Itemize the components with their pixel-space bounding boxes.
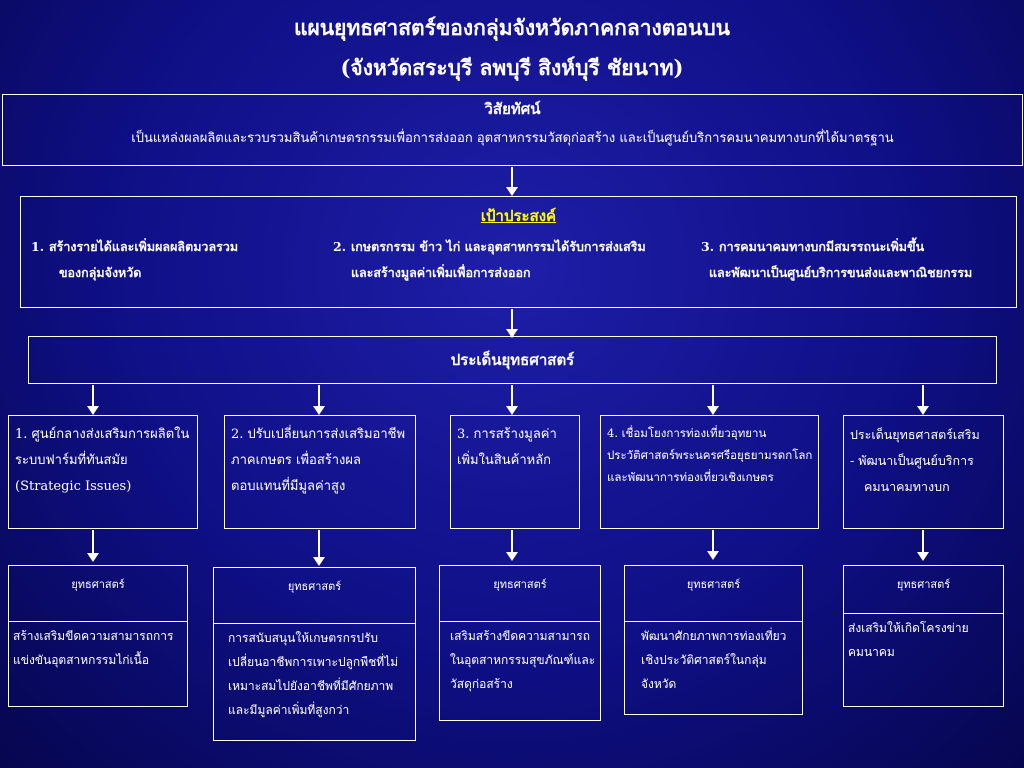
issue-text: 2. ปรับเปลี่ยนการส่งเสริมอาชีพภาคเกษตร เ… — [231, 427, 406, 494]
issue-box-5: ประเด็นยุทธศาสตร์เสริม - พัฒนาเป็นศูนย์บ… — [843, 415, 1004, 529]
arrow-to-strategy-4 — [707, 530, 719, 560]
vision-text: เป็นแหล่งผลผลิตและรวบรวมสินค้าเกษตรกรรมเ… — [131, 131, 894, 146]
vision-heading: วิสัยทัศน์ — [484, 100, 541, 118]
vision-box: วิสัยทัศน์ เป็นแหล่งผลผลิตและรวบรวมสินค้… — [2, 94, 1023, 166]
arrow-to-strategy-1 — [87, 530, 99, 562]
goal-item-3: 3. การคมนาคมทางบกมีสมรรถนะเพิ่มขึ้น และพ… — [701, 234, 1017, 288]
issue-box-4: 4. เชื่อมโยงการท่องเที่ยวอุทยานประวัติศา… — [600, 415, 819, 529]
strategy-text: ส่งเสริมให้เกิดโครงข่ายคมนาคม — [848, 621, 969, 659]
strategy-heading: ยุทธศาสตร์ — [844, 566, 1003, 614]
strategy-heading: ยุทธศาสตร์ — [9, 566, 187, 622]
issue-line: ประเด็นยุทธศาสตร์เสริม — [850, 427, 980, 442]
issue-box-1: 1. ศูนย์กลางส่งเสริมการผลิตในระบบฟาร์มที… — [8, 415, 198, 529]
arrow-to-strategy-2 — [313, 530, 325, 566]
issue-text: 1. ศูนย์กลางส่งเสริมการผลิตในระบบฟาร์มที… — [15, 427, 190, 494]
issue-line: คมนาคมทางบก — [864, 479, 950, 494]
goal-line: ของกลุ่มจังหวัด — [59, 265, 142, 280]
arrow-to-issue-2 — [313, 385, 325, 415]
strategy-box-1: ยุทธศาสตร์ สร้างเสริมขีดความสามารถการแข่… — [8, 565, 188, 707]
issues-header-box: ประเด็นยุทธศาสตร์ — [28, 336, 997, 384]
arrow-to-issue-1 — [87, 385, 99, 415]
strategy-text: เสริมสร้างขีดความสามารถในอุตสาหกรรมสุขภั… — [450, 629, 596, 691]
issue-box-2: 2. ปรับเปลี่ยนการส่งเสริมอาชีพภาคเกษตร เ… — [224, 415, 416, 529]
page-subtitle: (จังหวัดสระบุรี ลพบุรี สิงห์บุรี ชัยนาท) — [340, 55, 684, 80]
arrow-to-issue-4 — [707, 385, 719, 415]
arrow-to-strategy-5 — [917, 530, 929, 561]
goal-line: เกษตรกรรม ข้าว ไก่ และอุตสาหกรรมได้รับกา… — [351, 239, 646, 254]
arrow-to-strategy-3 — [506, 530, 518, 561]
goal-number: 3. — [701, 239, 715, 254]
strategy-box-2: ยุทธศาสตร์ การสนับสนุนให้เกษตรกรปรับเปลี… — [213, 567, 416, 741]
issue-line: - พัฒนาเป็นศูนย์บริการ — [850, 453, 974, 468]
strategy-box-5: ยุทธศาสตร์ ส่งเสริมให้เกิดโครงข่ายคมนาคม — [843, 565, 1004, 707]
arrow-to-issue-3 — [506, 385, 518, 415]
goal-item-1: 1. สร้างรายได้และเพิ่มผลผลิตมวลรวม ของกล… — [31, 234, 331, 288]
strategy-heading: ยุทธศาสตร์ — [214, 568, 415, 624]
goal-number: 2. — [333, 239, 347, 254]
goal-item-2: 2. เกษตรกรรม ข้าว ไก่ และอุตสาหกรรมได้รั… — [333, 234, 703, 288]
goal-line: การคมนาคมทางบกมีสมรรถนะเพิ่มขึ้น — [719, 239, 925, 254]
goal-line: สร้างรายได้และเพิ่มผลผลิตมวลรวม — [49, 239, 239, 254]
arrow-goals-to-issues — [506, 309, 518, 338]
strategy-heading: ยุทธศาสตร์ — [625, 566, 802, 622]
strategy-box-3: ยุทธศาสตร์ เสริมสร้างขีดความสามารถในอุตส… — [439, 565, 601, 721]
goal-number: 1. — [31, 239, 45, 254]
strategy-box-4: ยุทธศาสตร์ พัฒนาศักยภาพการท่องเที่ยวเชิง… — [624, 565, 803, 715]
strategy-heading: ยุทธศาสตร์ — [440, 566, 600, 622]
goal-line: และพัฒนาเป็นศูนย์บริการขนส่งและพาณิชยกรร… — [709, 265, 973, 280]
issue-box-3: 3. การสร้างมูลค่าเพิ่มในสินค้าหลัก — [450, 415, 580, 529]
goals-box: เป้าประสงค์ 1. สร้างรายได้และเพิ่มผลผลิต… — [20, 196, 1017, 308]
strategy-text: สร้างเสริมขีดความสามารถการแข่งขันอุตสาหก… — [13, 629, 174, 667]
arrow-to-issue-5 — [917, 385, 929, 415]
strategy-text: การสนับสนุนให้เกษตรกรปรับเปลี่ยนอาชีพการ… — [228, 631, 399, 717]
issues-heading: ประเด็นยุทธศาสตร์ — [450, 351, 575, 369]
arrow-vision-to-goals — [506, 167, 518, 196]
goal-line: และสร้างมูลค่าเพิ่มเพื่อการส่งออก — [351, 265, 531, 280]
strategy-text: พัฒนาศักยภาพการท่องเที่ยวเชิงประวัติศาสต… — [641, 629, 787, 691]
issue-text: 3. การสร้างมูลค่าเพิ่มในสินค้าหลัก — [457, 427, 557, 468]
page-title: แผนยุทธศาสตร์ของกลุ่มจังหวัดภาคกลางตอนบน — [293, 15, 731, 40]
issue-text: 4. เชื่อมโยงการท่องเที่ยวอุทยานประวัติศา… — [607, 426, 813, 484]
goals-heading: เป้าประสงค์ — [480, 207, 557, 225]
